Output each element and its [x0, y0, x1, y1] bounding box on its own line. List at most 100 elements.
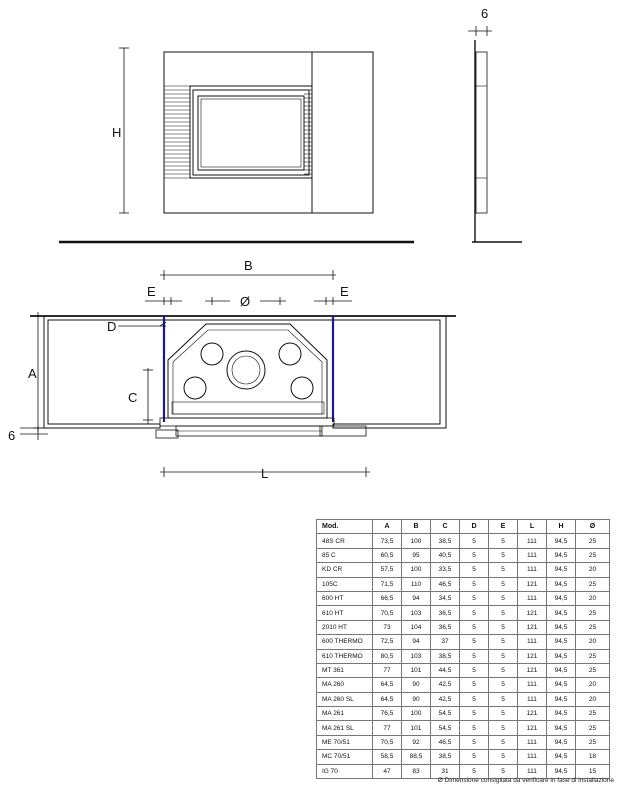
label-bottom-offset: 6 [8, 428, 15, 443]
value-cell: 101 [401, 662, 431, 679]
value-cell: 94,5 [546, 634, 576, 650]
column-header-model: Mod. [316, 518, 373, 535]
value-cell: 5 [488, 749, 518, 765]
value-cell: 36,5 [430, 619, 460, 636]
value-cell: 40,5 [430, 547, 460, 564]
value-cell: 5 [488, 547, 518, 564]
column-header: C [430, 518, 460, 535]
label-side-offset: 6 [481, 6, 488, 21]
value-cell: 5 [488, 533, 518, 549]
value-cell: 94,5 [546, 734, 576, 751]
value-cell: 64,5 [372, 677, 402, 693]
value-cell: 25 [575, 533, 610, 549]
model-cell: 48S CR [316, 533, 373, 549]
value-cell: 5 [488, 562, 518, 578]
value-cell: 5 [459, 619, 489, 636]
value-cell: 92 [401, 734, 431, 751]
value-cell: 121 [517, 706, 547, 722]
column-header: A [372, 518, 402, 535]
value-cell: 38,5 [430, 533, 460, 549]
value-cell: 25 [575, 662, 610, 679]
label-c: C [128, 390, 137, 405]
value-cell: 90 [401, 691, 431, 708]
value-cell: 44,5 [430, 662, 460, 679]
value-cell: 20 [575, 634, 610, 650]
value-cell: 111 [517, 677, 547, 693]
dim-l [160, 467, 370, 477]
value-cell: 121 [517, 605, 547, 621]
value-cell: 94,5 [546, 720, 576, 736]
model-cell: 85 C [316, 547, 373, 564]
value-cell: 104 [401, 619, 431, 636]
value-cell: 18 [575, 749, 610, 765]
value-cell: 5 [459, 763, 489, 780]
dim-diameter [205, 297, 286, 305]
label-e-right: E [340, 284, 349, 299]
value-cell: 5 [488, 590, 518, 607]
value-cell: 25 [575, 576, 610, 592]
value-cell: 94 [401, 590, 431, 607]
value-cell: 94,5 [546, 576, 576, 592]
value-cell: 37 [430, 634, 460, 650]
label-e-left: E [147, 284, 156, 299]
value-cell: 25 [575, 619, 610, 636]
front-surround [163, 51, 374, 214]
value-cell: 73,5 [372, 533, 402, 549]
value-cell: 94,5 [546, 749, 576, 765]
value-cell: 5 [488, 720, 518, 736]
value-cell: 70,5 [372, 734, 402, 751]
value-cell: 111 [517, 562, 547, 578]
value-cell: 25 [575, 706, 610, 722]
value-cell: 103 [401, 648, 431, 664]
fireplace-plan [155, 323, 367, 439]
value-cell: 5 [488, 662, 518, 679]
label-b: B [244, 258, 253, 273]
value-cell: 111 [517, 533, 547, 549]
value-cell: 70,5 [372, 605, 402, 621]
value-cell: 25 [575, 605, 610, 621]
value-cell: 80,5 [372, 648, 402, 664]
label-l: L [261, 466, 268, 481]
value-cell: 25 [575, 648, 610, 664]
value-cell: 111 [517, 734, 547, 751]
value-cell: 101 [401, 720, 431, 736]
value-cell: 5 [459, 691, 489, 708]
value-cell: 121 [517, 720, 547, 736]
column-header: L [517, 518, 547, 535]
value-cell: 94,5 [546, 706, 576, 722]
value-cell: 77 [372, 720, 402, 736]
value-cell: 94,5 [546, 648, 576, 664]
dim-h [119, 47, 129, 214]
value-cell: 94,5 [546, 533, 576, 549]
value-cell: 94,5 [546, 677, 576, 693]
dim-e-right [314, 297, 352, 305]
value-cell: 5 [459, 533, 489, 549]
value-cell: 110 [401, 576, 431, 592]
value-cell: 94,5 [546, 763, 576, 780]
model-cell: 600 HT [316, 590, 373, 607]
side-view [472, 40, 522, 243]
value-cell: 5 [488, 691, 518, 708]
value-cell: 46,5 [430, 576, 460, 592]
value-cell: 94,5 [546, 619, 576, 636]
value-cell: 94,5 [546, 547, 576, 564]
value-cell: 47 [372, 763, 402, 780]
value-cell: 5 [459, 634, 489, 650]
value-cell: 5 [488, 648, 518, 664]
model-cell: 2010 HT [316, 619, 373, 636]
model-cell: MA 260 [316, 677, 373, 693]
value-cell: 66,5 [372, 590, 402, 607]
value-cell: 5 [459, 562, 489, 578]
value-cell: 34,5 [430, 590, 460, 607]
value-cell: 111 [517, 590, 547, 607]
value-cell: 77 [372, 662, 402, 679]
value-cell: 31 [430, 763, 460, 780]
